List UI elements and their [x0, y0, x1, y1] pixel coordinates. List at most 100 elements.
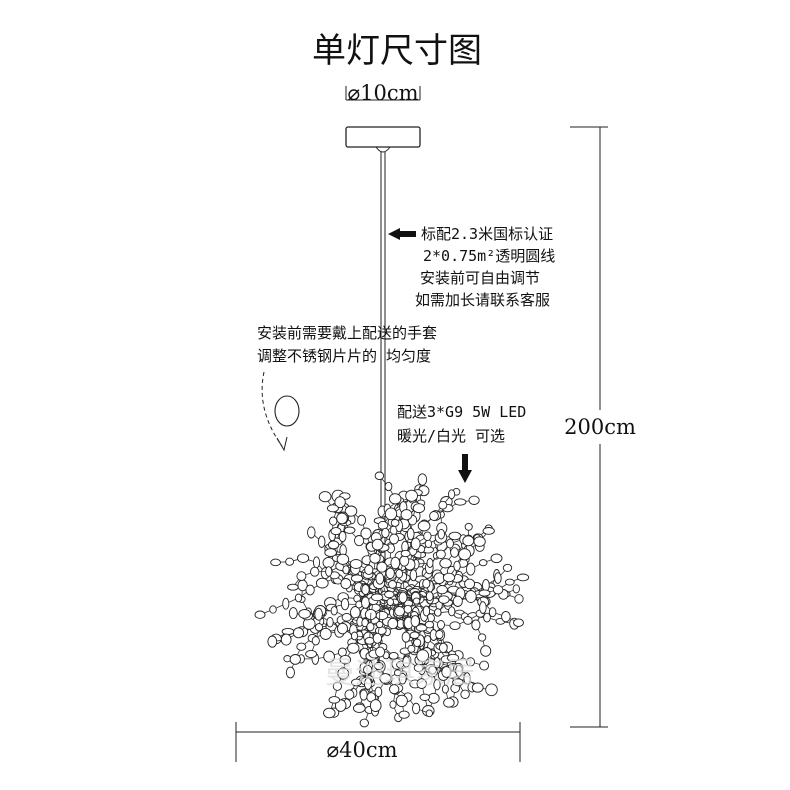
steel-disc [344, 689, 355, 700]
steel-disc [285, 666, 295, 679]
steel-disc [296, 642, 307, 651]
steel-disc [413, 663, 424, 672]
wire-branch [367, 587, 378, 711]
steel-disc [340, 578, 352, 590]
steel-disc [343, 526, 356, 534]
steel-disc [317, 535, 326, 548]
steel-disc [453, 560, 461, 572]
steel-disc [375, 646, 386, 658]
steel-disc [336, 553, 350, 565]
steel-disc [305, 649, 318, 659]
steel-disc [341, 612, 352, 622]
steel-disc [297, 553, 310, 563]
steel-disc [386, 597, 394, 607]
steel-disc [376, 561, 388, 573]
steel-disc [330, 606, 338, 616]
steel-disc [267, 635, 278, 648]
canopy-cable-grip [375, 146, 391, 153]
steel-disc [401, 631, 411, 643]
steel-disc [315, 577, 329, 589]
steel-disc [448, 531, 462, 541]
steel-disc [344, 505, 358, 517]
steel-disc [371, 538, 384, 551]
steel-disc [384, 507, 398, 521]
wire-branch [383, 479, 423, 597]
steel-disc [490, 553, 503, 564]
steel-disc [439, 558, 452, 569]
steel-disc [323, 650, 335, 663]
bulb-note-line-1: 配送3*G9 5W LED [397, 403, 526, 421]
steel-disc [412, 597, 421, 605]
steel-disc [390, 518, 400, 527]
steel-disc [332, 681, 343, 691]
steel-disc [422, 605, 431, 617]
steel-disc [428, 665, 437, 675]
steel-disc [369, 552, 381, 564]
steel-disc [375, 620, 384, 629]
steel-disc [425, 709, 433, 718]
steel-disc [501, 610, 511, 623]
steel-disc [270, 558, 281, 567]
steel-disc [326, 616, 334, 628]
steel-disc [360, 527, 372, 540]
steel-disc [426, 558, 434, 568]
steel-disc [324, 548, 337, 557]
steel-disc [482, 578, 490, 592]
steel-disc [389, 533, 399, 545]
steel-disc [437, 620, 445, 630]
steel-disc [422, 578, 431, 589]
steel-disc [412, 702, 421, 715]
steel-disc [387, 617, 399, 630]
chandelier-cluster [254, 471, 530, 728]
steel-disc [398, 710, 410, 719]
steel-disc [328, 696, 341, 704]
steel-disc [395, 569, 404, 579]
bulb-note-line-2: 暖光/白光 可选 [397, 427, 505, 445]
ceiling-canopy [345, 126, 421, 148]
steel-disc [359, 689, 368, 701]
steel-disc [478, 589, 491, 597]
steel-disc [337, 667, 350, 680]
steel-disc [416, 678, 427, 689]
steel-disc [390, 556, 401, 570]
canopy-diameter-label: ⌀10cm [347, 81, 418, 105]
steel-disc [375, 572, 385, 585]
steel-disc [288, 607, 298, 620]
steel-disc [514, 594, 524, 604]
steel-disc [310, 566, 320, 577]
steel-disc [413, 638, 422, 648]
steel-disc [463, 616, 473, 625]
steel-disc [338, 530, 347, 543]
steel-disc [424, 620, 435, 629]
steel-disc [403, 604, 413, 614]
steel-disc [361, 618, 369, 628]
total-height-label: 200cm [564, 415, 636, 439]
steel-disc [473, 536, 486, 547]
steel-disc [448, 489, 456, 500]
bulb-pointer-arrow-icon [458, 454, 472, 483]
wire-branch [388, 526, 470, 598]
steel-disc [287, 583, 299, 591]
steel-disc [477, 633, 487, 642]
steel-disc [254, 610, 266, 619]
steel-disc [438, 500, 448, 510]
steel-disc [296, 571, 307, 581]
steel-disc [452, 678, 464, 687]
cable-pointer-arrow-icon [388, 228, 416, 240]
steel-disc [409, 569, 418, 582]
steel-disc [311, 636, 320, 646]
steel-disc [436, 585, 448, 595]
steel-disc [384, 481, 393, 492]
steel-disc [312, 556, 321, 569]
steel-disc [442, 572, 456, 583]
wire-branch [333, 518, 404, 609]
steel-disc [410, 615, 420, 628]
steel-disc [334, 496, 346, 509]
cable-note-line-3: 安装前可自由调节 [420, 269, 540, 287]
wire-branch [373, 507, 420, 613]
steel-disc [327, 540, 340, 550]
steel-disc [433, 657, 441, 669]
steel-disc [483, 612, 491, 623]
steel-disc [364, 677, 372, 690]
wire-branch [304, 598, 407, 638]
